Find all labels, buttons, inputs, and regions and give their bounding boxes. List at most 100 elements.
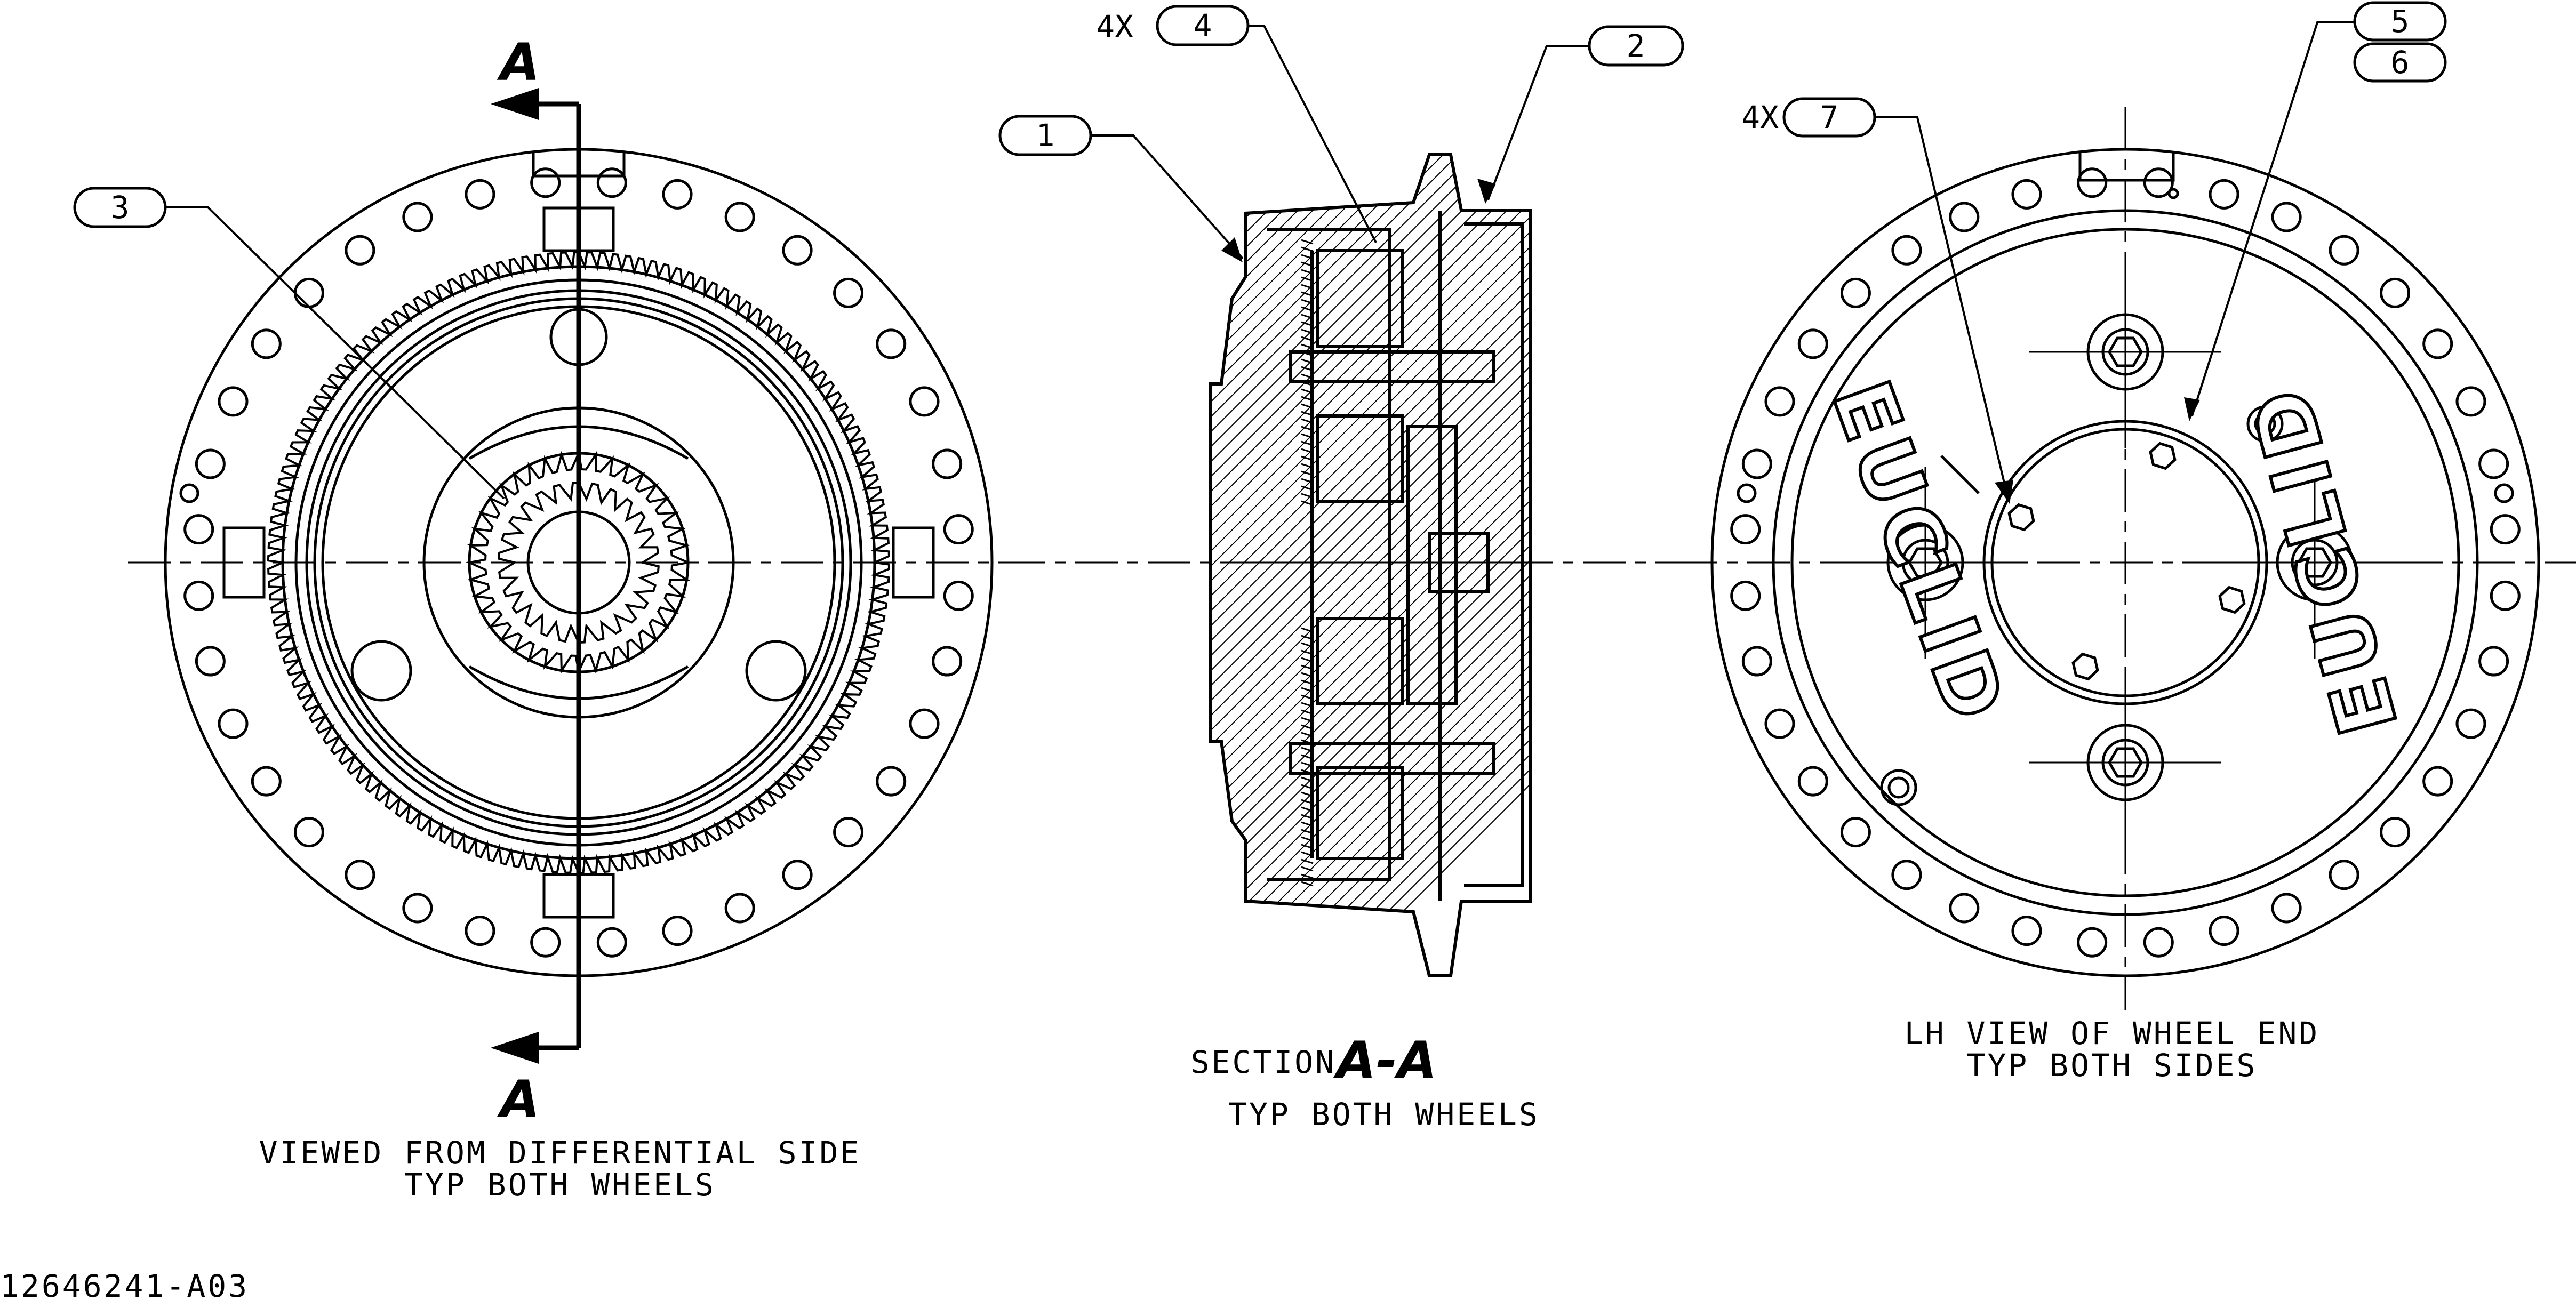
left-view-caption-line2: TYP BOTH WHEELS (404, 1167, 716, 1203)
lh-wheel-end-view: EUCLID EUCLID 5 6 4X 7 LH VIEW OF WHEEL … (1003, 1, 2576, 1084)
balloon-7-label: 7 (1820, 99, 1839, 135)
bolt-hole (183, 580, 214, 611)
bolt-hole (2329, 235, 2359, 266)
bolt-hole (909, 386, 940, 417)
bolt-hole (909, 708, 940, 739)
bolt-hole (1797, 328, 1828, 359)
bolt-hole (195, 646, 226, 677)
balloon-2-label: 2 (1627, 28, 1645, 64)
bolt-hole (1949, 202, 1980, 232)
bolt-hole (943, 580, 974, 611)
bolt-hole (2490, 514, 2521, 545)
bolt-hole (876, 766, 907, 797)
euclid-lettering-right: EUCLID (2234, 375, 2416, 744)
bolt-hole (1764, 708, 1795, 739)
balloon-7-qty: 4X (1741, 99, 1779, 135)
bolt-hole (1891, 860, 1922, 890)
bolt-hole (2478, 646, 2509, 677)
hex-nut-icon (2007, 503, 2035, 532)
section-marker-top: A (497, 33, 540, 92)
section-caption-name: A-A (1333, 1031, 1437, 1090)
bolt-hole (2271, 202, 2302, 232)
bolt-hole (1840, 277, 1871, 308)
bolt-hole (2478, 448, 2509, 479)
bolt-hole (782, 860, 813, 890)
bolt-hole (1764, 386, 1795, 417)
bolt-hole (2271, 893, 2302, 924)
bolt-hole (218, 708, 249, 739)
bolt-hole (293, 277, 324, 308)
bolt-hole (724, 893, 755, 924)
section-caption-prefix: SECTION (1191, 1044, 1336, 1080)
bolt-hole (833, 817, 864, 848)
bolt-hole (345, 860, 375, 890)
bolt-hole (2455, 708, 2486, 739)
bolt-hole (724, 202, 755, 232)
right-view-caption-line1: LH VIEW OF WHEEL END (1905, 1015, 2319, 1052)
balloon-6 (2353, 42, 2447, 83)
hex-nut-icon (2071, 652, 2099, 681)
bolt-hole (1741, 646, 1772, 677)
section-a-a-view: 1 4X 4 2 SECTION A-A TYP BOTH WHEELS (998, 5, 1684, 1133)
bolt-hole (218, 386, 249, 417)
bolt-hole (465, 179, 495, 210)
bolt-hole (402, 893, 433, 924)
bolt-hole (932, 646, 963, 677)
section-cut-line (491, 88, 581, 1064)
right-view-caption-line2: TYP BOTH SIDES (1967, 1047, 2258, 1084)
bolt-hole (2422, 328, 2453, 359)
bolt-hole (2455, 386, 2486, 417)
bolt-hole (662, 916, 693, 946)
bolt-hole (943, 514, 974, 545)
bolt-hole (1840, 817, 1871, 848)
hex-nut-icon (2218, 585, 2246, 614)
bolt-hole (833, 277, 864, 308)
balloon-1-label: 1 (1036, 117, 1055, 154)
bolt-hole (465, 916, 495, 946)
section-caption-line2: TYP BOTH WHEELS (1228, 1096, 1540, 1133)
bolt-hole (1797, 766, 1828, 797)
bolt-hole (2209, 179, 2239, 210)
bolt-hole (2143, 167, 2174, 198)
bolt-hole (530, 167, 561, 198)
bolt-hole (2077, 167, 2108, 198)
bolt-hole (183, 514, 214, 545)
balloon-4-qty: 4X (1096, 9, 1133, 45)
bolt-hole (1949, 893, 1980, 924)
balloon-4-label: 4 (1194, 7, 1212, 44)
bolt-hole (251, 766, 282, 797)
bolt-hole (2209, 916, 2239, 946)
bolt-hole (345, 235, 375, 266)
bolt-hole (662, 179, 693, 210)
bolt-hole (2380, 817, 2411, 848)
differential-side-view: A A 3 VIEWED FROM DIFFERENTIAL SIDE TYP … (73, 33, 1003, 1203)
left-view-caption-line1: VIEWED FROM DIFFERENTIAL SIDE (259, 1135, 861, 1171)
balloon-5-label: 5 (2391, 3, 2410, 39)
bolt-hole (2011, 916, 2042, 946)
bolt-hole (782, 235, 813, 266)
bolt-hole (251, 328, 282, 359)
bolt-hole (1730, 514, 1761, 545)
balloon-6-label: 6 (2391, 44, 2410, 81)
bolt-hole (1730, 580, 1761, 611)
bolt-hole (2011, 179, 2042, 210)
drawing-number: 12646241-A03 (0, 1268, 249, 1300)
balloon-3-label: 3 (111, 189, 130, 226)
bolt-hole (2490, 580, 2521, 611)
bolt-hole (2077, 927, 2108, 958)
hex-nut-icon (2149, 442, 2177, 470)
bolt-hole (530, 927, 561, 958)
planet-gear-ring (466, 450, 692, 676)
bolt-hole (195, 448, 226, 479)
bolt-hole (2143, 927, 2174, 958)
bolt-hole (2422, 766, 2453, 797)
bolt-hole (2329, 860, 2359, 890)
bolt-hole (1741, 448, 1772, 479)
bolt-hole (596, 927, 627, 958)
section-marker-bottom: A (497, 1070, 540, 1129)
bolt-hole (1891, 235, 1922, 266)
bolt-hole (932, 448, 963, 479)
bolt-hole (402, 202, 433, 232)
bolt-hole (596, 167, 627, 198)
